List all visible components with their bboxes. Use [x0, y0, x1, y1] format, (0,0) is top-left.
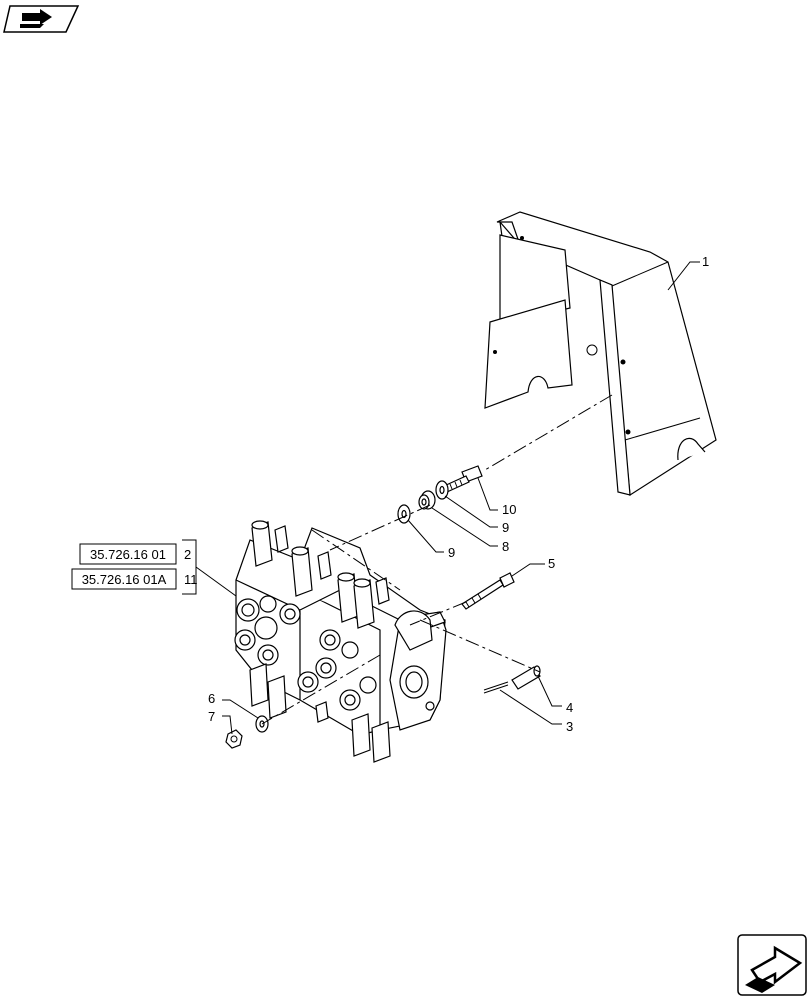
part-label-4: 4	[566, 700, 573, 715]
part-label-9-lower: 9	[448, 545, 455, 560]
part-label-5: 5	[548, 556, 555, 571]
reference-box-1[interactable]: 35.726.16 01	[79, 543, 177, 565]
bushing	[418, 490, 436, 510]
guard-bracket	[484, 211, 717, 497]
part-label-2: 2	[184, 547, 191, 562]
bolt	[443, 465, 483, 493]
cotter-pin	[483, 681, 509, 694]
part-label-10: 10	[502, 502, 516, 517]
book-arrow-icon[interactable]	[3, 5, 80, 33]
pin	[511, 665, 541, 690]
part-label-8: 8	[502, 539, 509, 554]
nut	[225, 729, 243, 749]
reference-text-1[interactable]: 35.726.16 01	[90, 547, 166, 562]
part-label-3: 3	[566, 719, 573, 734]
assembly-centerlines	[261, 394, 613, 725]
reference-box-2[interactable]: 35.726.16 01A	[71, 568, 177, 590]
leader-lines	[182, 261, 700, 735]
part-label-11: 11	[184, 572, 198, 587]
part-label-7: 7	[208, 709, 215, 724]
washer-upper	[435, 480, 449, 500]
reference-text-2[interactable]: 35.726.16 01A	[82, 572, 167, 587]
part-label-9-upper: 9	[502, 520, 509, 535]
control-valve-assembly	[234, 520, 447, 763]
long-bolt	[461, 572, 515, 610]
part-label-1: 1	[702, 254, 709, 269]
next-page-arrow-icon[interactable]	[737, 934, 807, 996]
part-label-6: 6	[208, 691, 215, 706]
